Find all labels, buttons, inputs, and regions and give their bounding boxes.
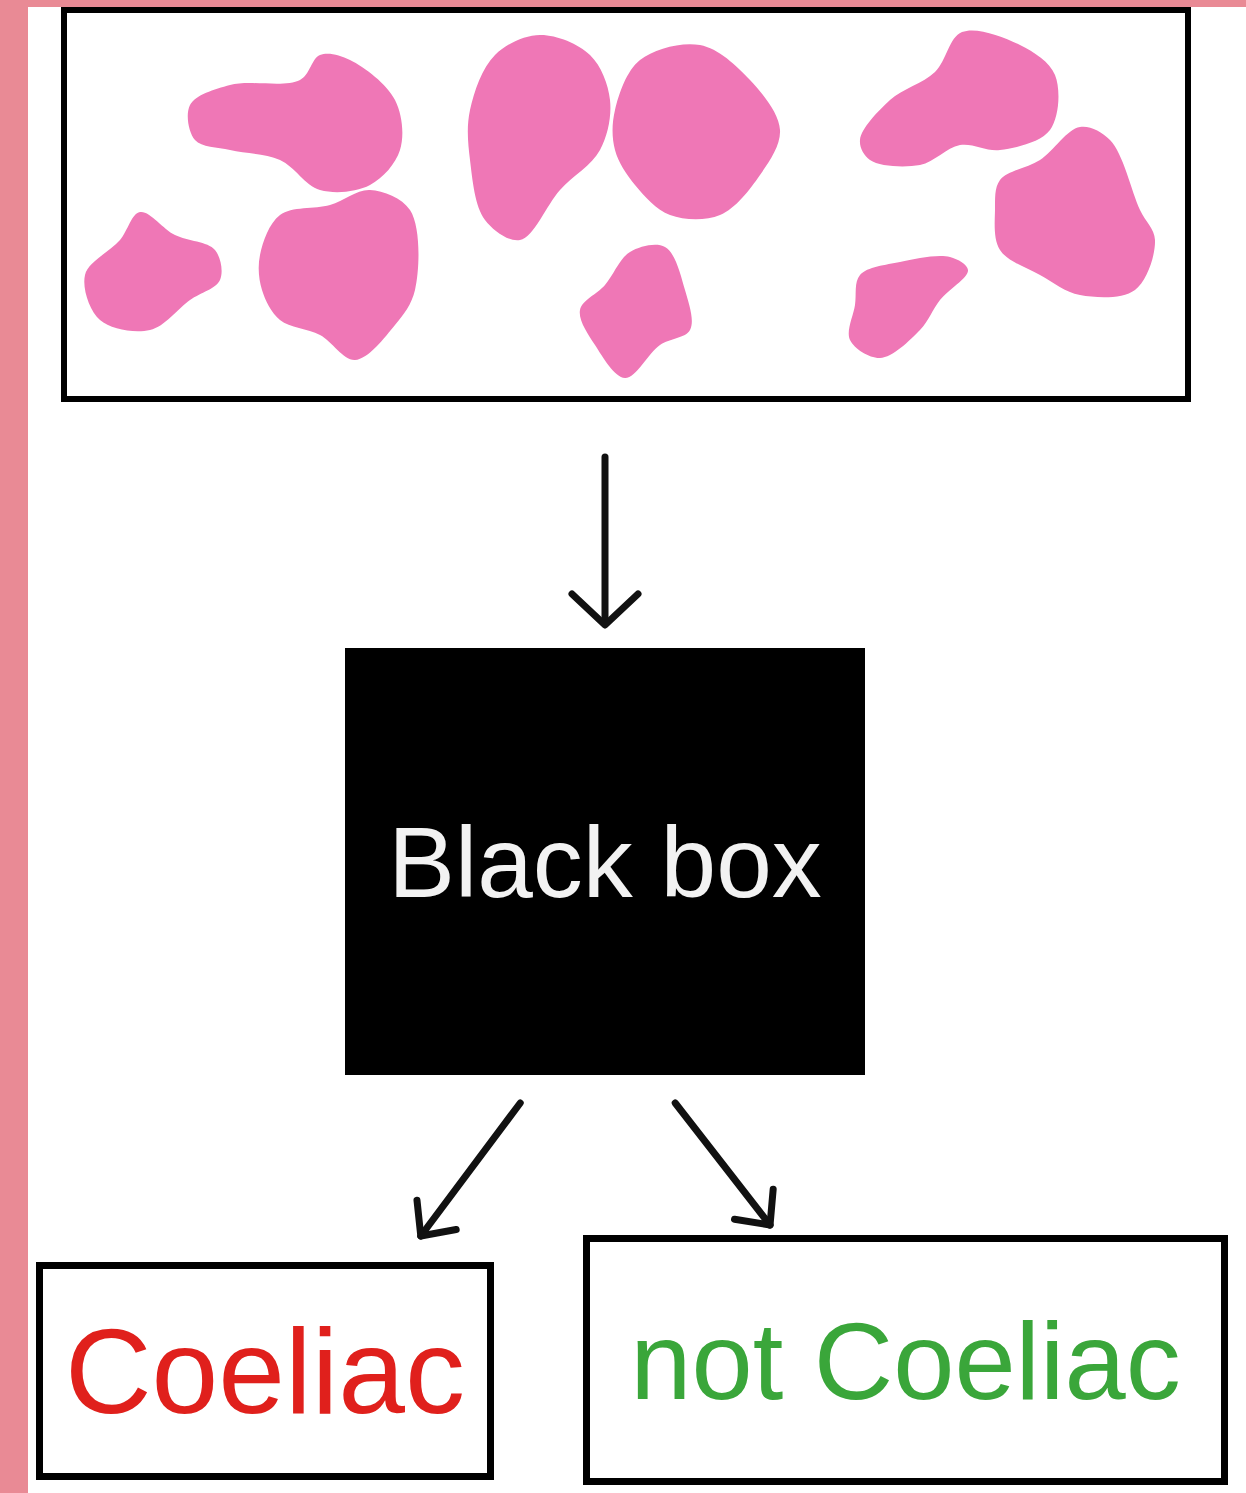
sample-frame xyxy=(64,10,1188,399)
arrow-head xyxy=(735,1189,774,1225)
arrow-head xyxy=(417,1200,456,1236)
tissue-blob xyxy=(259,190,419,360)
flow-arrow xyxy=(675,1103,773,1225)
process-box: Black box xyxy=(345,648,865,1075)
node-label: Black box xyxy=(388,807,822,917)
node-label: not Coeliac xyxy=(630,1300,1180,1421)
tissue-blob xyxy=(580,245,692,378)
tissue-blobs xyxy=(84,30,1155,378)
top-strip xyxy=(0,0,1246,7)
tissue-blob xyxy=(613,44,781,219)
node-label: Coeliac xyxy=(65,1305,465,1437)
side-strip xyxy=(0,0,28,1493)
arrow-head xyxy=(572,594,638,625)
tissue-blob xyxy=(188,54,403,192)
arrow-shaft xyxy=(675,1103,770,1225)
tissue-blob xyxy=(849,256,968,358)
tissue-blob xyxy=(468,35,611,240)
tissue-blob xyxy=(84,212,221,331)
flow-arrow xyxy=(417,1103,520,1236)
tissue-blob xyxy=(995,127,1155,297)
arrow-shaft xyxy=(421,1103,520,1236)
tissue-blob xyxy=(860,30,1059,166)
arrow-shaft xyxy=(602,457,609,622)
result-box: not Coeliac xyxy=(583,1235,1228,1485)
result-box: Coeliac xyxy=(36,1262,494,1480)
input-arrow xyxy=(572,457,638,625)
